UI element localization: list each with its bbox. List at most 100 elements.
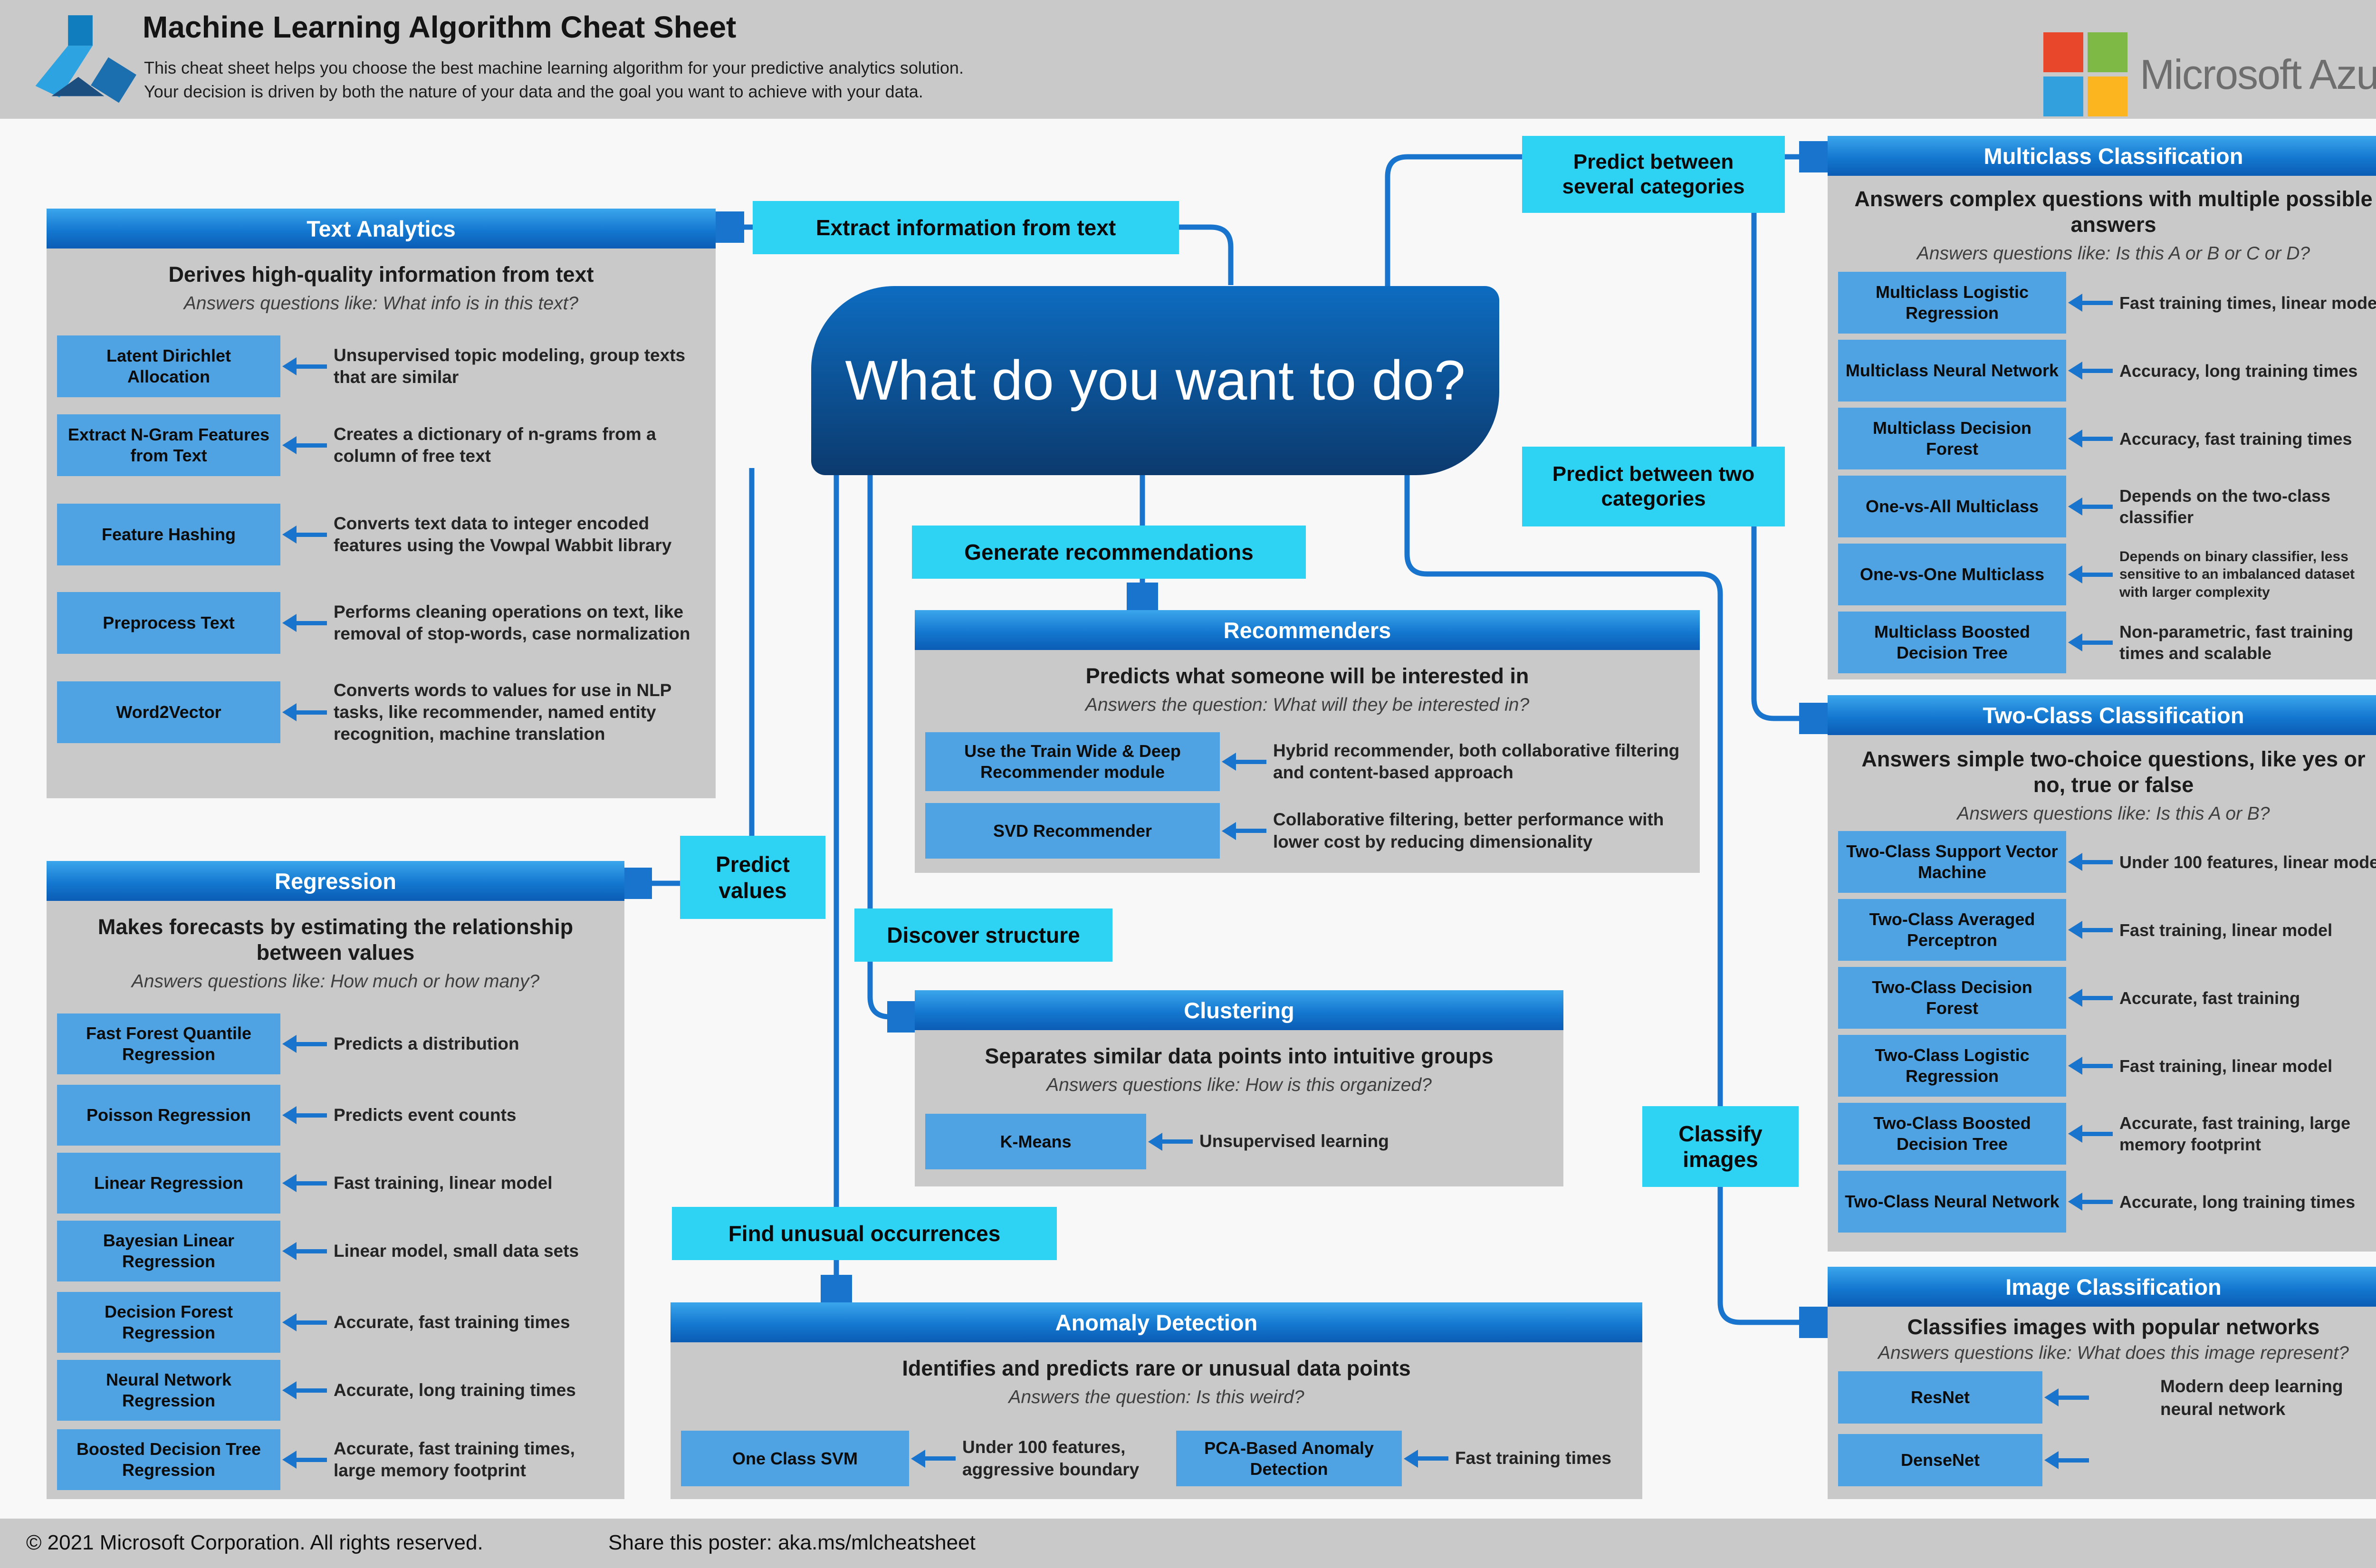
algorithm-box[interactable]: Linear Regression xyxy=(57,1153,280,1214)
algorithm-row: Decision Forest Regression Accurate, fas… xyxy=(57,1292,612,1353)
panel-heading: Derives high-quality information from te… xyxy=(168,262,594,287)
wire-classify-arrow xyxy=(1717,1186,1821,1322)
ms-square-green xyxy=(2088,32,2127,72)
panel-image-classification: Image Classification Classifies images w… xyxy=(1828,1267,2376,1499)
algorithm-box[interactable]: K-Means xyxy=(925,1114,1146,1169)
panel-question: Answers the question: What will they be … xyxy=(1085,695,1530,715)
panel-header: Text Analytics xyxy=(47,209,716,249)
action-extract-information-from-text[interactable]: Extract information from text xyxy=(753,201,1179,254)
algorithm-description: Hybrid recommender, both collaborative f… xyxy=(1273,740,1680,782)
algorithm-box[interactable]: One-vs-All Multiclass xyxy=(1838,476,2066,537)
panel-heading: Predicts what someone will be interested… xyxy=(1085,664,1529,688)
algorithm-description: Fast training, linear model xyxy=(2119,1056,2333,1076)
footer-band: © 2021 Microsoft Corporation. All rights… xyxy=(0,1519,2376,1568)
algorithm-box[interactable]: ResNet xyxy=(1838,1371,2042,1424)
wire-extract-right xyxy=(1179,224,1234,285)
left-arrow-icon xyxy=(2059,1395,2089,1400)
left-arrow-icon xyxy=(2082,1063,2113,1068)
algorithm-box[interactable]: Multiclass Boosted Decision Tree xyxy=(1838,612,2066,673)
algorithm-row: One-vs-All Multiclass Depends on the two… xyxy=(1838,476,2376,537)
algorithm-box[interactable]: Latent Dirichlet Allocation xyxy=(57,335,280,397)
algorithm-description: Depends on binary classifier, less sensi… xyxy=(2119,548,2355,600)
algorithm-row: Preprocess Text Performs cleaning operat… xyxy=(57,592,703,654)
algorithm-description: Accuracy, fast training times xyxy=(2119,429,2352,449)
algorithm-box[interactable]: Fast Forest Quantile Regression xyxy=(57,1013,280,1074)
algorithm-row: Linear Regression Fast training, linear … xyxy=(57,1153,612,1214)
algorithm-box[interactable]: Two-Class Neural Network xyxy=(1838,1171,2066,1233)
algorithm-row: DenseNet xyxy=(1838,1434,2376,1486)
algorithm-description: Accurate, fast training times, large mem… xyxy=(334,1438,575,1480)
algorithm-box[interactable]: One-vs-One Multiclass xyxy=(1838,544,2066,605)
algorithm-row: Fast Forest Quantile Regression Predicts… xyxy=(57,1013,612,1074)
left-arrow-icon xyxy=(297,1042,327,1046)
algorithm-box[interactable]: Extract N-Gram Features from Text xyxy=(57,414,280,476)
action-discover-structure[interactable]: Discover structure xyxy=(854,908,1112,962)
left-arrow-icon xyxy=(2082,368,2113,373)
algorithm-row: Bayesian Linear Regression Linear model,… xyxy=(57,1221,612,1281)
left-arrow-icon xyxy=(925,1456,956,1461)
algorithm-box[interactable]: Two-Class Logistic Regression xyxy=(1838,1035,2066,1097)
algorithm-box[interactable]: Multiclass Decision Forest xyxy=(1838,408,2066,469)
left-arrow-icon xyxy=(1418,1456,1448,1461)
action-predict-between-two-categories[interactable]: Predict between two categories xyxy=(1522,447,1785,526)
algorithm-description: Converts text data to integer encoded fe… xyxy=(334,513,672,555)
algorithm-description: Accurate, long training times xyxy=(334,1380,576,1400)
panel-regression: Regression Makes forecasts by estimating… xyxy=(47,861,624,1499)
page-subtitle-line1: This cheat sheet helps you choose the be… xyxy=(144,58,964,77)
action-predict-between-several-categories[interactable]: Predict between several categories xyxy=(1522,136,1785,213)
panel-header: Image Classification xyxy=(1828,1267,2376,1307)
algorithm-box[interactable]: DenseNet xyxy=(1838,1434,2042,1486)
copyright-text: © 2021 Microsoft Corporation. All rights… xyxy=(26,1531,483,1554)
panel-title: Two-Class Classification xyxy=(1983,702,2244,728)
action-generate-recommendations[interactable]: Generate recommendations xyxy=(912,526,1306,579)
algorithm-box[interactable]: Preprocess Text xyxy=(57,592,280,654)
azure-ml-logo xyxy=(35,15,136,103)
algorithm-box[interactable]: Decision Forest Regression xyxy=(57,1292,280,1353)
algorithm-row: Feature Hashing Converts text data to in… xyxy=(57,504,703,565)
algorithm-box[interactable]: Boosted Decision Tree Regression xyxy=(57,1429,280,1490)
algorithm-box[interactable]: One Class SVM xyxy=(681,1431,909,1486)
page-title: Machine Learning Algorithm Cheat Sheet xyxy=(143,10,737,44)
panel-header: Clustering xyxy=(915,990,1563,1030)
algorithm-box[interactable]: SVD Recommender xyxy=(925,803,1220,859)
panel-header: Regression xyxy=(47,861,624,901)
left-arrow-icon xyxy=(297,1113,327,1118)
algorithm-row: Two-Class Logistic Regression Fast train… xyxy=(1838,1035,2376,1097)
panel-title: Recommenders xyxy=(1223,617,1391,643)
algorithm-box[interactable]: Feature Hashing xyxy=(57,504,280,565)
algorithm-box[interactable]: Word2Vector xyxy=(57,681,280,743)
algorithm-box[interactable]: Two-Class Support Vector Machine xyxy=(1838,831,2066,893)
panel-question: Answers the question: Is this weird? xyxy=(1008,1387,1304,1407)
algorithm-description: Fast training, linear model xyxy=(2119,920,2333,940)
ms-square-blue xyxy=(2043,76,2083,116)
panel-heading: Separates similar data points into intui… xyxy=(985,1044,1494,1068)
algorithm-box[interactable]: Two-Class Decision Forest xyxy=(1838,967,2066,1029)
action-classify-images[interactable]: Classify images xyxy=(1642,1106,1799,1187)
algorithm-description: Unsupervised learning xyxy=(1199,1131,1389,1151)
algorithm-box[interactable]: Multiclass Logistic Regression xyxy=(1838,272,2066,334)
algorithm-row: Word2Vector Converts words to values for… xyxy=(57,680,703,744)
algorithm-box[interactable]: Bayesian Linear Regression xyxy=(57,1221,280,1281)
algorithm-box[interactable]: Two-Class Boosted Decision Tree xyxy=(1838,1103,2066,1165)
algorithm-row: Poisson Regression Predicts event counts xyxy=(57,1085,612,1146)
page-subtitle-line2: Your decision is driven by both the natu… xyxy=(144,82,923,101)
algorithm-box[interactable]: Two-Class Averaged Perceptron xyxy=(1838,899,2066,961)
algorithm-description: Accuracy, long training times xyxy=(2119,361,2358,381)
left-arrow-icon xyxy=(297,1320,327,1325)
algorithm-box[interactable]: PCA-Based Anomaly Detection xyxy=(1176,1431,1402,1486)
panel-title: Clustering xyxy=(1184,997,1294,1023)
algorithm-box[interactable]: Poisson Regression xyxy=(57,1085,280,1146)
left-arrow-icon xyxy=(297,1249,327,1253)
algorithm-box[interactable]: Neural Network Regression xyxy=(57,1360,280,1421)
left-arrow-icon xyxy=(1236,829,1266,833)
algorithm-description: Converts words to values for use in NLP … xyxy=(334,680,671,744)
algorithm-box[interactable]: Use the Train Wide & Deep Recommender mo… xyxy=(925,732,1220,791)
left-arrow-icon xyxy=(2082,1199,2113,1204)
algorithm-row: SVD Recommender Collaborative filtering,… xyxy=(925,803,1687,859)
panel-title: Text Analytics xyxy=(307,216,456,241)
action-find-unusual-occurrences[interactable]: Find unusual occurrences xyxy=(672,1207,1057,1260)
algorithm-description: Modern deep learning neural network xyxy=(2160,1377,2343,1419)
algorithm-box[interactable]: Multiclass Neural Network xyxy=(1838,340,2066,402)
action-predict-values[interactable]: Predict values xyxy=(680,836,825,919)
header-band: Machine Learning Algorithm Cheat Sheet T… xyxy=(0,0,2376,119)
